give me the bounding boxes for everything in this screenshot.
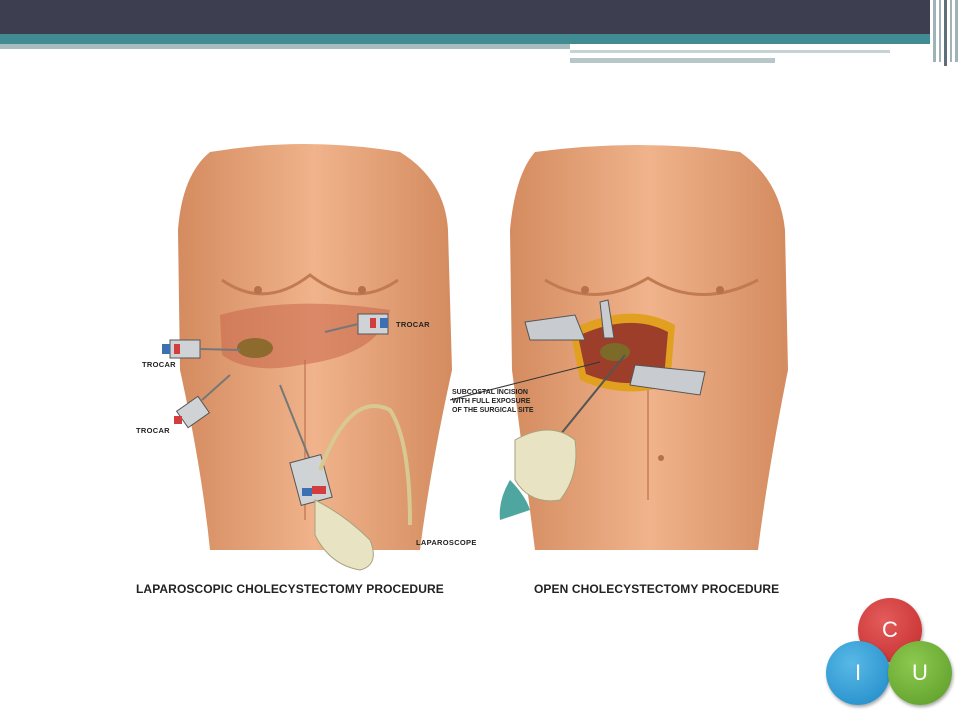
label-laparoscope: LAPAROSCOPE: [416, 538, 477, 547]
illustration-drawing: [162, 144, 788, 571]
logo-circle-i: I: [826, 641, 890, 705]
label-trocar-left-upper: TROCAR: [142, 360, 176, 369]
caption-laparoscopic: LAPAROSCOPIC CHOLECYSTECTOMY PROCEDURE: [136, 582, 444, 596]
slide-header-bar: [0, 0, 960, 66]
trocar-left-lower: [174, 374, 231, 429]
ciu-logo: C I U: [820, 595, 960, 720]
subcostal-incision: [449, 299, 706, 520]
header-stripes: [930, 0, 960, 66]
trocar-left-upper: [162, 339, 241, 359]
cholecystectomy-illustration: TROCAR TROCAR TROCAR LAPAROSCOPE SUBCOST…: [130, 140, 830, 610]
left-torso: [162, 144, 452, 571]
label-trocar-left-lower: TROCAR: [136, 426, 170, 435]
header-accent-line: [570, 58, 775, 63]
header-dark-band: [0, 0, 930, 34]
caption-open: OPEN CHOLECYSTECTOMY PROCEDURE: [534, 582, 780, 596]
right-torso: [449, 145, 788, 550]
trocar-right: [324, 313, 389, 335]
label-subcostal-incision: SUBCOSTAL INCISION WITH FULL EXPOSURE OF…: [452, 389, 534, 414]
header-accent-line: [570, 50, 890, 53]
laparoscope-instrument: [279, 384, 412, 571]
header-teal-band: [0, 34, 940, 44]
label-trocar-right: TROCAR: [396, 320, 430, 329]
logo-circle-u: U: [888, 641, 952, 705]
header-accent-line: [0, 44, 570, 49]
